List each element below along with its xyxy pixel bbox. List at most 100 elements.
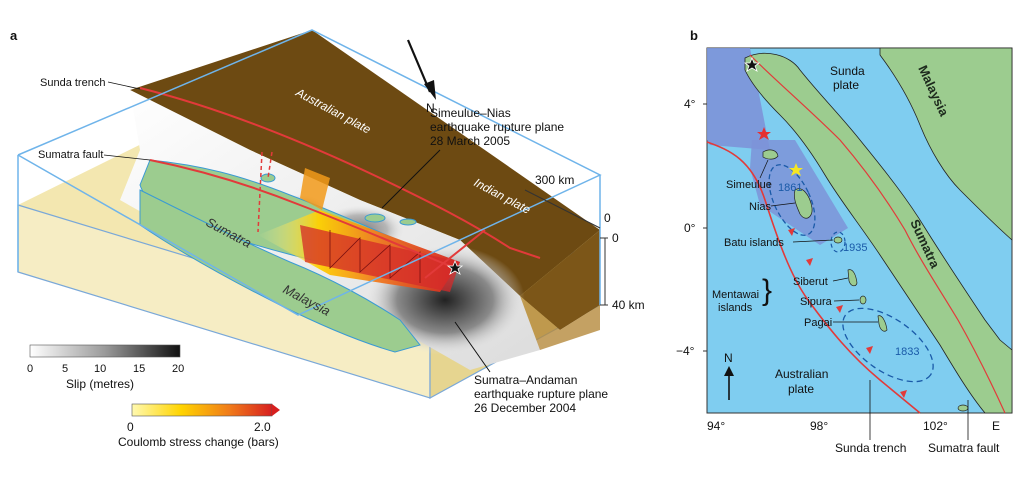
pagai-label: Pagai [804,317,832,329]
island-nias-a [364,213,386,223]
panel-a: a [10,28,645,449]
coulomb-colorbar-arrow [272,404,280,416]
north-label-b: N [724,351,733,365]
year-1833-label: 1833 [895,346,919,358]
epicentre-star-red [757,127,771,140]
epicentre-star-yellow [789,163,803,176]
epicentre-star-2004 [743,56,761,72]
lat-tick-0: 0° [684,221,696,235]
andaman-date: 26 December 2004 [474,401,576,415]
stress-patch-north [300,168,330,210]
sunda-plate-label-2: plate [833,78,859,92]
slip-tick-10: 10 [94,363,106,375]
depth-label-0: 0 [612,231,619,245]
island-south [957,404,969,412]
lat-tick-neg4: −4° [676,344,695,358]
coulomb-tick-0: 0 [127,420,134,434]
trench-tooth-3 [836,305,843,313]
scale-label-300: 300 km [535,173,574,187]
sumatra-fault-leader [103,154,151,161]
slip-colorbar [29,344,181,358]
sumatra-fault-line-3d [149,159,456,269]
simeulue-nias-date: 28 March 2005 [430,134,510,148]
slip-tick-20: 20 [172,363,184,375]
trench-tooth-2 [806,258,813,266]
australian-plate-label-2: plate [788,382,814,396]
slip-tick-15: 15 [133,363,145,375]
simeulue-nias-desc: earthquake rupture plane [430,120,564,134]
sipura-leader [833,299,860,302]
island-nias [794,188,813,219]
sunda-plate-label-1: Sunda [830,64,865,78]
lon-tick-102: 102° [923,419,948,433]
nias-leader [770,202,796,207]
slip-colorbar-title: Slip (metres) [66,377,134,391]
coulomb-colorbar-title: Coulomb stress change (bars) [118,435,279,449]
north-label-a: N [426,101,435,115]
island-simeulue [762,149,779,160]
epicentre-star-a [446,259,464,275]
trench-tooth-5 [900,390,907,398]
sumatra-land-b [744,52,1013,414]
andaman-title: Sumatra–Andaman [474,373,577,387]
scale-bar-300 [524,189,601,229]
island-batu-a [399,218,417,226]
trench-tooth-1 [788,228,795,236]
coulomb-tick-2: 2.0 [254,420,271,434]
slip-tick-0: 0 [27,363,33,375]
malaysia-land [139,189,421,353]
sunda-trench-line [139,87,541,259]
sunda-trench-label-a: Sunda trench [40,77,105,89]
panel-a-label: a [10,28,18,43]
simeulue-leader [759,159,769,179]
sipura-label: Sipura [800,296,833,308]
plate-slab-side [520,230,600,330]
year-1861-label: 1861 [778,182,802,194]
simeulue-nias-leader [381,149,441,209]
rupture-grid [329,230,421,283]
malaysia-land-b [879,47,1013,241]
mentawai-brace: } [762,274,772,307]
sunda-trench-leader [107,81,141,90]
coulomb-colorbar [131,403,273,417]
panel-b: b [676,28,1013,455]
rupture-1935 [830,231,846,253]
scale-label-0: 0 [604,211,611,225]
mentawai-label-1: Mentawai [712,289,759,301]
sunda-trench-line-b [706,141,921,414]
rupture-1833 [842,307,934,383]
batu-label: Batu islands [724,237,784,249]
north-arrow-b-head [724,366,734,376]
andaman-desc: earthquake rupture plane [474,387,608,401]
sunda-trench-label-b: Sunda trench [835,441,906,455]
plate-boundary-indian [424,229,486,279]
batu-leader [792,239,834,243]
nias-label: Nias [749,201,772,213]
island-sipura [859,295,867,305]
lon-tick-e: E [992,419,1000,433]
siberut-label: Siberut [793,276,828,288]
sumatra-fault-label-b: Sumatra fault [928,441,1000,455]
lon-tick-98: 98° [810,419,828,433]
simeulue-nias-title: Simeulue–Nias [430,106,511,120]
year-1935-label: 1935 [843,242,867,254]
depth-label-40: 40 km [612,298,645,312]
dashed-fault-2 [267,151,273,179]
island-batu [833,236,843,244]
simeulue-label: Simeulue [726,179,772,191]
lat-tick-4: 4° [684,97,696,111]
mentawai-label-2: islands [718,302,753,314]
slip-tick-5: 5 [62,363,68,375]
island-siberut [847,269,858,287]
sumatra-fault-label-a: Sumatra fault [38,149,103,161]
siberut-leader [832,277,849,282]
australian-plate-label-1: Australian [775,367,828,381]
sumatra-fault-line-b [749,54,1006,414]
rupture-1861 [768,164,816,236]
trench-tooth-4 [866,346,873,354]
island-pagai [877,315,888,332]
north-arrow-head [424,80,436,100]
andaman-leader [454,321,491,373]
lon-tick-94: 94° [707,419,725,433]
